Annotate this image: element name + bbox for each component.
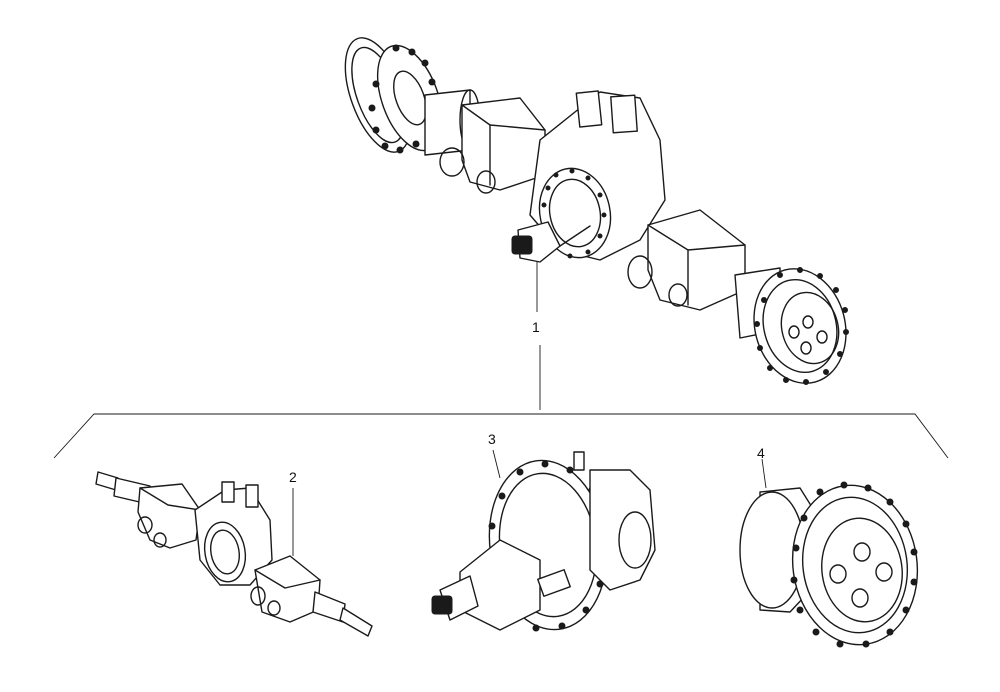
differential-carrier	[431, 451, 656, 632]
callout-1: 1	[532, 319, 540, 335]
hub-reduction	[739, 481, 919, 648]
axle-housing	[95, 471, 373, 637]
complete-axle-assembly	[344, 37, 849, 385]
leader-lines	[53, 262, 949, 556]
callout-2: 2	[289, 469, 297, 485]
callout-4: 4	[757, 445, 765, 461]
callout-3: 3	[488, 431, 496, 447]
